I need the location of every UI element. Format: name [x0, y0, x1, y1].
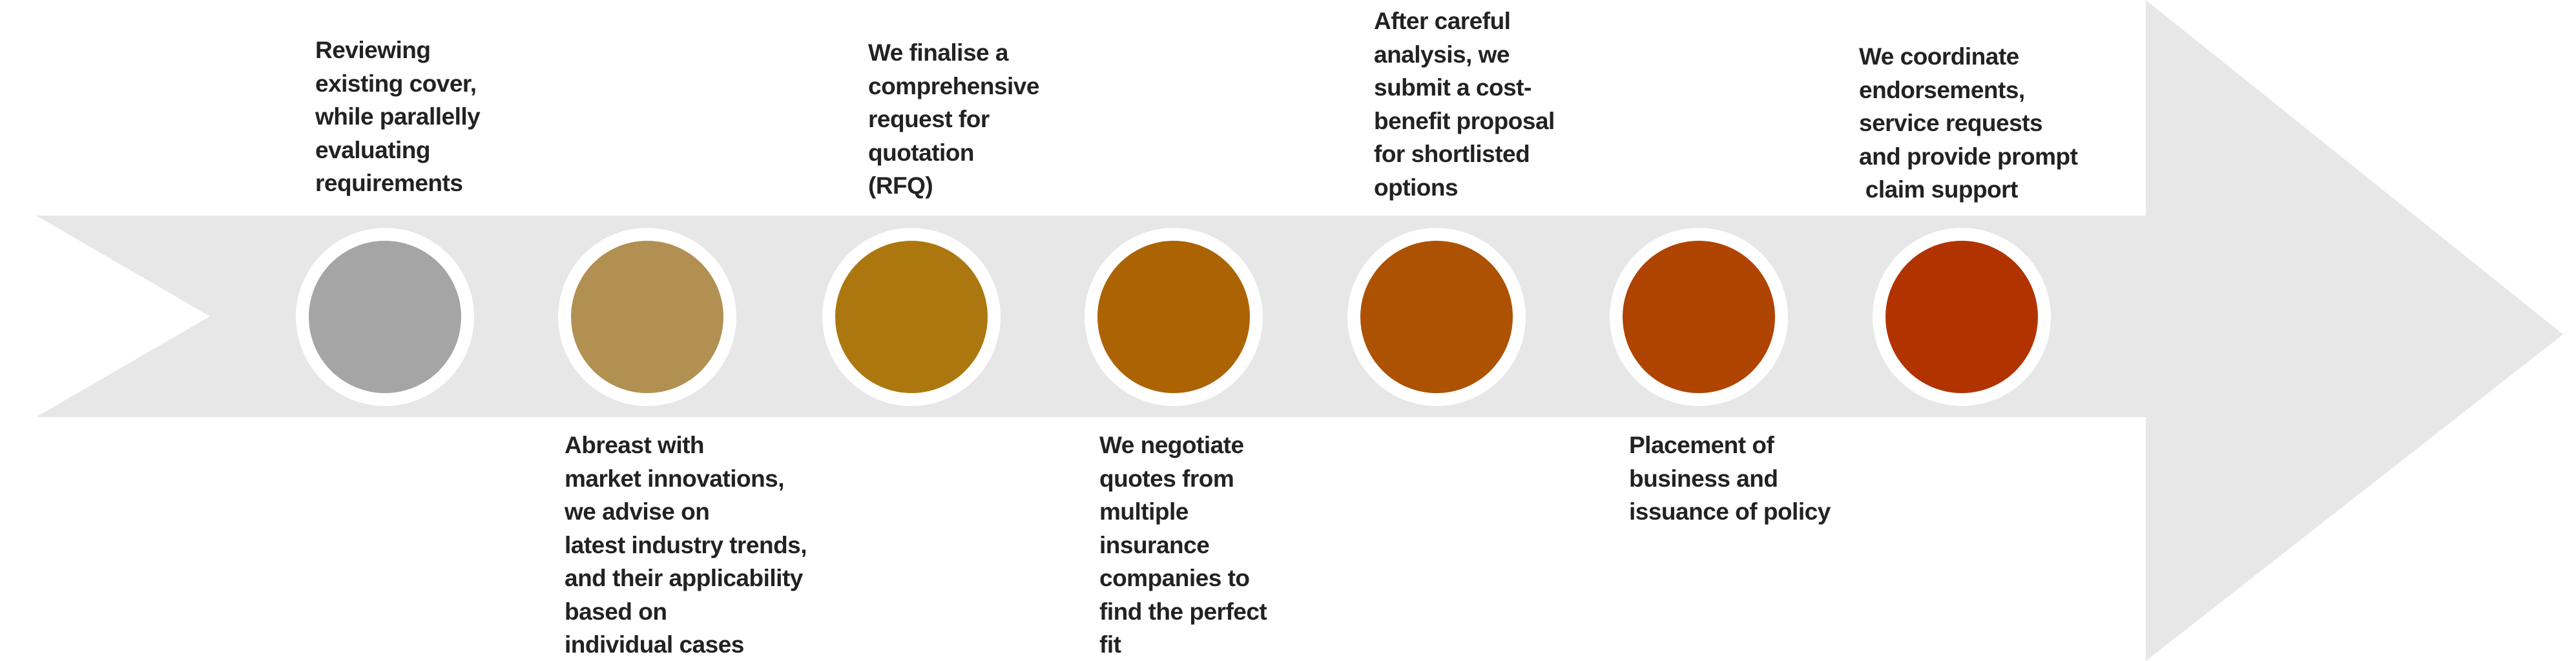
- step-3-dot: [835, 241, 988, 393]
- step-2-dot: [571, 241, 723, 393]
- step-3-circle: [822, 228, 1001, 406]
- step-2-text: Abreast with market innovations, we advi…: [565, 432, 807, 658]
- step-6-dot: [1623, 241, 1775, 393]
- step-5-circle: [1347, 228, 1526, 406]
- step-6-text: Placement of business and issuance of po…: [1629, 432, 1831, 525]
- step-5-text: After careful analysis, we submit a cost…: [1374, 8, 1555, 201]
- step-1-text: Reviewing existing cover, while parallel…: [315, 37, 481, 196]
- step-6-circle: [1610, 228, 1788, 406]
- step-7-dot: [1885, 241, 2038, 393]
- step-2-circle: [558, 228, 736, 406]
- step-7-text: We coordinate endorsements, service requ…: [1859, 43, 2078, 203]
- step-4-circle: [1085, 228, 1263, 406]
- step-1-circle: [296, 228, 474, 406]
- arrow-shape: [36, 0, 2563, 661]
- step-4-text: We negotiate quotes from multiple insura…: [1099, 432, 1267, 658]
- step-1-dot: [309, 241, 461, 393]
- step-7-circle: [1873, 228, 2051, 406]
- step-3-text: We finalise a comprehensive request for …: [868, 39, 1039, 199]
- step-5-dot: [1360, 241, 1513, 393]
- step-4-dot: [1097, 241, 1250, 393]
